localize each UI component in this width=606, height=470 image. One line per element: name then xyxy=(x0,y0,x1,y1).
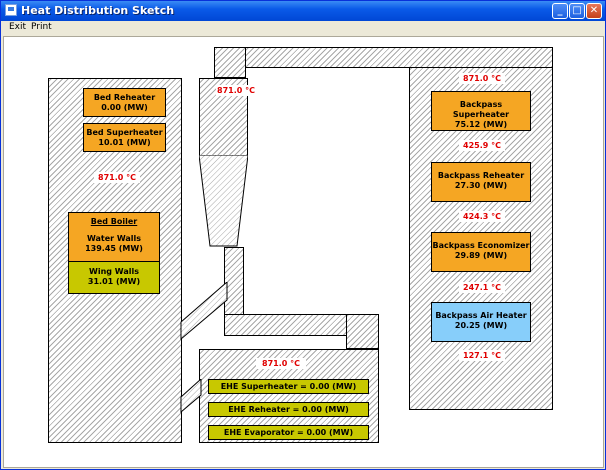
water-walls-name: Water Walls xyxy=(86,234,142,243)
ehe-superheater[interactable]: EHE Superheater = 0.00 (MW) xyxy=(208,379,369,394)
ehe-reheater[interactable]: EHE Reheater = 0.00 (MW) xyxy=(208,402,369,417)
cyclone-top-duct xyxy=(214,47,246,78)
cyclone-standpipe xyxy=(224,247,244,336)
menu-print[interactable]: Print xyxy=(31,22,52,32)
backpass-superheater[interactable]: Backpass Superheater 75.12 (MW) xyxy=(431,91,531,131)
app-icon xyxy=(5,4,17,16)
backpass-air-heater[interactable]: Backpass Air Heater 20.25 (MW) xyxy=(431,302,531,342)
temp-ehe: 871.0 °C xyxy=(256,358,306,369)
bed-reheater-name: Bed Reheater xyxy=(93,93,156,102)
backpass-air-heater-name: Backpass Air Heater xyxy=(435,311,527,320)
bed-boiler-water-walls[interactable]: Bed Boiler Water Walls 139.45 (MW) xyxy=(68,212,160,262)
cyclone-cone xyxy=(199,155,248,247)
wing-walls-name: Wing Walls xyxy=(89,267,139,276)
temp-bed-mid: 871.0 °C xyxy=(94,172,140,183)
return-leg-upper xyxy=(180,282,228,340)
temp-after-reheater: 424.3 °C xyxy=(459,211,505,222)
backpass-economizer-name: Backpass Economizer xyxy=(432,241,530,250)
bed-boiler-wing-walls[interactable]: Wing Walls 31.01 (MW) xyxy=(68,261,160,294)
bed-superheater-name: Bed Superheater xyxy=(86,128,163,137)
minimize-button[interactable]: _ xyxy=(552,3,568,19)
backpass-superheater-value: 75.12 (MW) xyxy=(454,120,508,129)
top-crossover-duct xyxy=(245,47,553,68)
backpass-reheater[interactable]: Backpass Reheater 27.30 (MW) xyxy=(431,162,531,202)
bed-boiler-heading: Bed Boiler xyxy=(90,217,138,226)
temp-backpass-exit: 127.1 °C xyxy=(459,350,505,361)
temp-backpass-top: 871.0 °C xyxy=(459,73,505,84)
bed-superheater-value: 10.01 (MW) xyxy=(98,138,151,147)
window-title: Heat Distribution Sketch xyxy=(21,4,175,17)
backpass-economizer[interactable]: Backpass Economizer 29.89 (MW) xyxy=(431,232,531,272)
sketch-canvas: 871.0 °C 871.0 °C 871.0 °C 425.9 °C 424.… xyxy=(3,36,604,468)
backpass-superheater-name: Backpass Superheater xyxy=(452,100,510,119)
bed-superheater[interactable]: Bed Superheater 10.01 (MW) xyxy=(83,123,166,152)
backpass-reheater-value: 27.30 (MW) xyxy=(454,181,508,190)
menu-exit[interactable]: Exit xyxy=(9,22,27,32)
wing-walls-value: 31.01 (MW) xyxy=(87,277,141,286)
temp-after-superheater: 425.9 °C xyxy=(459,140,505,151)
maximize-button[interactable]: □ xyxy=(569,3,585,19)
title-bar[interactable]: Heat Distribution Sketch _ □ ✕ xyxy=(1,1,605,21)
bed-reheater-value: 0.00 (MW) xyxy=(101,103,148,112)
ehe-evaporator[interactable]: EHE Evaporator = 0.00 (MW) xyxy=(208,425,369,440)
close-button[interactable]: ✕ xyxy=(586,3,602,19)
backpass-reheater-name: Backpass Reheater xyxy=(437,171,525,180)
temp-cyclone-inlet: 871.0 °C xyxy=(216,85,256,96)
water-walls-value: 139.45 (MW) xyxy=(85,244,143,253)
backpass-economizer-value: 29.89 (MW) xyxy=(454,251,508,260)
menu-bar: Exit Print xyxy=(1,21,605,35)
loop-seal-duct xyxy=(224,314,379,336)
ehe-return-leg xyxy=(180,379,202,413)
bed-reheater[interactable]: Bed Reheater 0.00 (MW) xyxy=(83,88,166,117)
loop-seal-riser xyxy=(346,314,379,349)
backpass-air-heater-value: 20.25 (MW) xyxy=(454,321,508,330)
temp-after-economizer: 247.1 °C xyxy=(459,282,505,293)
